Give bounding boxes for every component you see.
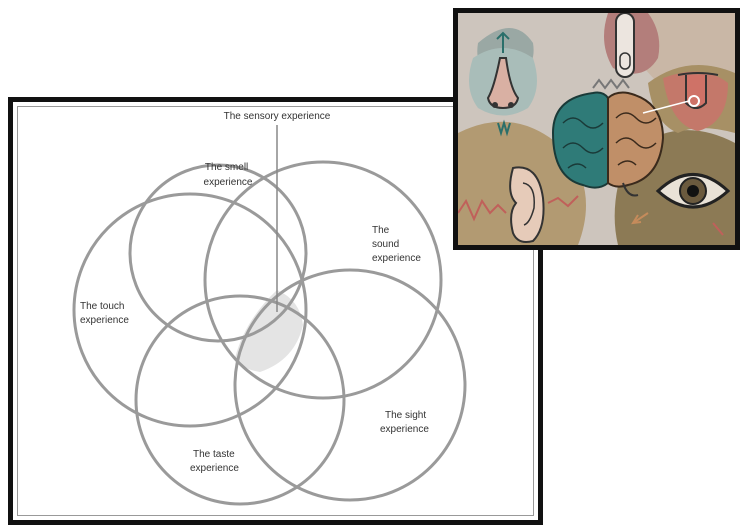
label-smell: The smell experience	[204, 162, 253, 188]
label-sight: The sight experience	[380, 410, 429, 435]
circle-smell	[130, 165, 306, 341]
label-taste: The taste experience	[190, 449, 239, 474]
senses-illustration	[453, 8, 740, 250]
circle-sound	[205, 162, 441, 398]
label-touch: The touch experience	[80, 301, 129, 326]
venn-title: The sensory experience	[224, 111, 331, 122]
senses-illustration-art	[458, 13, 735, 245]
circle-taste	[136, 296, 344, 504]
label-sound: The sound experience	[372, 225, 421, 264]
